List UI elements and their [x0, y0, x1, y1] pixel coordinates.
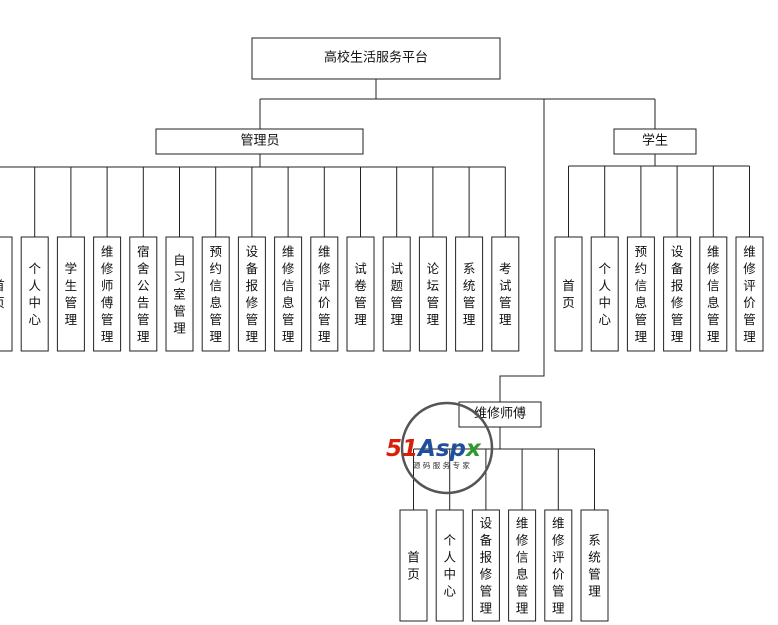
student-module-2: 预约信息管理 [626, 236, 655, 352]
role-label-student: 学生 [642, 133, 668, 149]
admin-module-label: 首页 [0, 278, 5, 310]
admin-module-label: 预约信息管理 [209, 244, 222, 344]
admin-module-2: 学生管理 [56, 236, 85, 352]
student-module-label: 首页 [562, 278, 575, 310]
worker-module-label: 维修信息管理 [516, 516, 529, 616]
role-label-admin: 管理员 [240, 134, 279, 149]
worker-module-1: 个人中心 [435, 509, 464, 622]
student-module-label: 维修信息管理 [707, 244, 720, 344]
student-module-list: 首页 个人中心 预约信息管理 设备报修管理 维修信息管理 维修评价管理 [554, 236, 764, 352]
admin-module-label: 自习室管理 [173, 253, 186, 336]
worker-module-3: 维修信息管理 [508, 509, 537, 622]
student-module-4: 维修信息管理 [699, 236, 728, 352]
worker-module-5: 系统管理 [580, 509, 609, 622]
admin-module-6: 预约信息管理 [201, 236, 230, 352]
admin-module-label: 宿舍公告管理 [137, 244, 150, 344]
worker-module-label: 系统管理 [588, 533, 601, 599]
admin-module-14: 考试管理 [491, 236, 520, 352]
admin-module-label: 考试管理 [499, 261, 512, 327]
role-label-worker: 维修师傅 [474, 407, 526, 422]
connectors [0, 79, 750, 510]
student-module-label: 维修评价管理 [743, 244, 756, 344]
watermark-as: As [416, 436, 450, 462]
admin-module-13: 系统管理 [455, 236, 484, 352]
admin-module-5: 自习室管理 [165, 236, 194, 352]
admin-module-1: 个人中心 [20, 236, 49, 352]
admin-module-label: 维修评价管理 [318, 244, 331, 344]
root-label: 高校生活服务平台 [324, 50, 428, 66]
worker-module-label: 维修评价管理 [552, 516, 565, 616]
admin-module-12: 论坛管理 [418, 236, 447, 352]
worker-module-label: 设备报修管理 [480, 516, 493, 616]
watermark-tagline: 源 码 服 务 专 家 [413, 460, 470, 470]
admin-module-9: 维修评价管理 [310, 236, 339, 352]
root-node: 高校生活服务平台 [251, 37, 501, 80]
admin-module-3: 维修师傅管理 [93, 236, 122, 352]
admin-module-label: 个人中心 [28, 261, 41, 327]
role-node-admin: 管理员 [155, 128, 364, 155]
role-node-student: 学生 [613, 128, 697, 155]
student-module-0: 首页 [554, 236, 583, 352]
admin-module-4: 宿舍公告管理 [129, 236, 158, 352]
student-module-label: 设备报修管理 [671, 244, 684, 344]
watermark-circle [400, 401, 494, 495]
admin-module-label: 维修师傅管理 [101, 244, 114, 344]
admin-module-label: 试卷管理 [354, 261, 367, 327]
student-module-label: 个人中心 [598, 261, 611, 327]
admin-module-label: 试题管理 [390, 261, 403, 327]
worker-module-0: 首页 [399, 509, 428, 622]
watermark-p: p [449, 436, 466, 462]
worker-module-label: 个人中心 [443, 533, 456, 599]
admin-module-label: 系统管理 [463, 261, 476, 327]
student-module-label: 预约信息管理 [635, 244, 648, 344]
student-module-1: 个人中心 [590, 236, 619, 352]
admin-module-10: 试卷管理 [346, 236, 375, 352]
admin-module-11: 试题管理 [382, 236, 411, 352]
student-module-5: 维修评价管理 [735, 236, 764, 352]
admin-module-0: 首页 [0, 236, 13, 352]
role-node-worker: 维修师傅 [458, 401, 542, 428]
watermark-x: x [465, 436, 482, 462]
svg-text:51Aspx: 51Aspx [386, 436, 482, 462]
admin-module-label: 学生管理 [65, 261, 78, 327]
admin-module-label: 设备报修管理 [246, 244, 259, 344]
worker-module-4: 维修评价管理 [544, 509, 573, 622]
admin-module-list: 首页 个人中心 学生管理 维修师傅管理 宿舍公告管理 自习室管理 预约信息管理 设备报修管理 维… [0, 236, 520, 352]
admin-module-label: 论坛管理 [427, 261, 440, 327]
admin-module-8: 维修信息管理 [274, 236, 303, 352]
watermark-logo: 51Aspx 源 码 服 务 专 家 [386, 401, 494, 495]
worker-module-label: 首页 [407, 550, 420, 582]
admin-module-label: 维修信息管理 [282, 244, 295, 344]
admin-module-7: 设备报修管理 [237, 236, 266, 352]
worker-module-2: 设备报修管理 [471, 509, 500, 622]
worker-module-list: 首页 个人中心 设备报修管理 维修信息管理 维修评价管理 系统管理 [399, 509, 609, 622]
watermark-51: 51 [386, 436, 418, 462]
student-module-3: 设备报修管理 [663, 236, 692, 352]
